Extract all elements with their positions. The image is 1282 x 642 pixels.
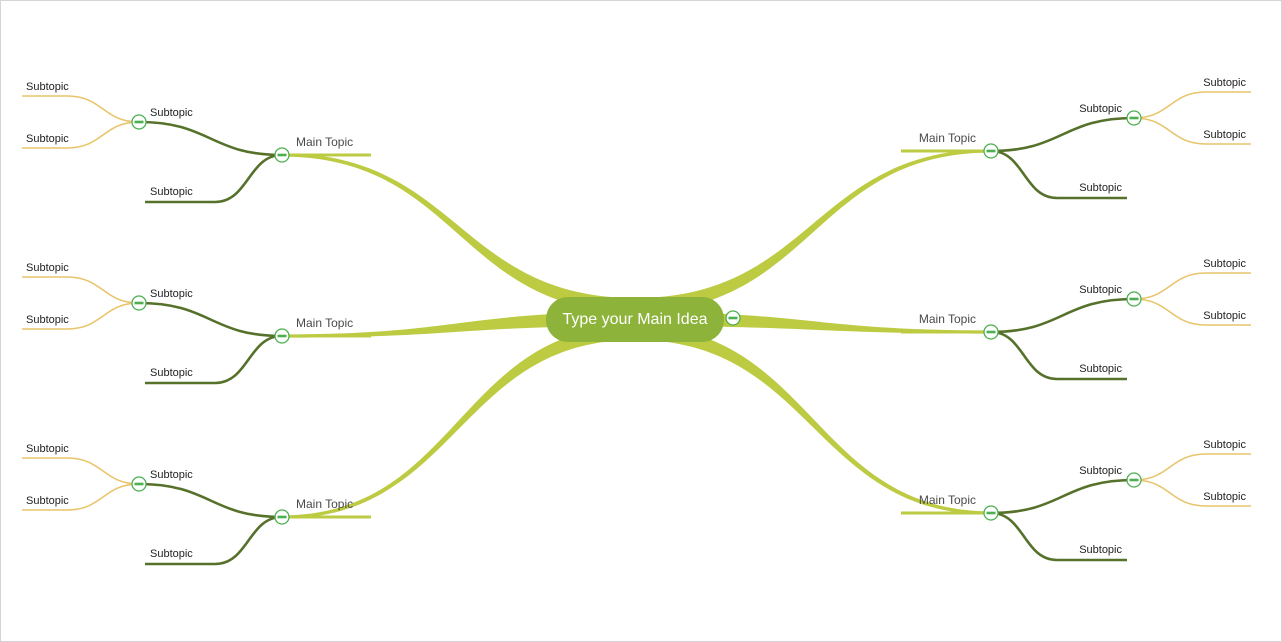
main-topic-label[interactable]: Main Topic bbox=[296, 497, 353, 511]
subtopic-label[interactable]: Subtopic bbox=[150, 469, 193, 481]
main-topic-label[interactable]: Main Topic bbox=[919, 131, 976, 145]
subtopic-connector bbox=[138, 301, 283, 338]
collapse-toggles bbox=[131, 110, 1142, 525]
leaf-subtopic-label[interactable]: Subtopic bbox=[1203, 77, 1246, 89]
leaf-subtopic-label[interactable]: Subtopic bbox=[26, 81, 69, 93]
leaf-connector bbox=[1133, 91, 1251, 119]
leaf-subtopic-label[interactable]: Subtopic bbox=[26, 443, 69, 455]
leaf-subtopic-label[interactable]: Subtopic bbox=[1203, 439, 1246, 451]
minus-bar bbox=[277, 153, 287, 157]
subtopic-label[interactable]: Subtopic bbox=[1079, 465, 1122, 477]
leaf-subtopic-label[interactable]: Subtopic bbox=[1203, 129, 1246, 141]
main-topic-label[interactable]: Main Topic bbox=[296, 316, 353, 330]
subtopic-connector bbox=[138, 482, 283, 519]
subtopic-connector bbox=[145, 153, 283, 204]
leaf-subtopic-label[interactable]: Subtopic bbox=[1203, 491, 1246, 503]
minus-bar bbox=[134, 120, 144, 124]
subtopic-label[interactable]: Subtopic bbox=[150, 288, 193, 300]
leaf-connector bbox=[22, 95, 140, 123]
leaf-subtopic-label[interactable]: Subtopic bbox=[1203, 310, 1246, 322]
leaf-connector bbox=[1133, 117, 1251, 145]
central-topic[interactable]: Type your Main Idea bbox=[546, 297, 724, 342]
subtopic-label[interactable]: Subtopic bbox=[1079, 103, 1122, 115]
leaf-connector bbox=[1133, 272, 1251, 300]
leaf-connector bbox=[1133, 479, 1251, 507]
main-topic-label[interactable]: Main Topic bbox=[919, 312, 976, 326]
minus-bar bbox=[986, 330, 996, 334]
subtopic-connector bbox=[990, 511, 1127, 562]
minus-bar bbox=[1129, 116, 1139, 120]
subtopic-label[interactable]: Subtopic bbox=[1079, 544, 1122, 556]
minus-bar bbox=[986, 511, 996, 515]
main-branch-connector bbox=[635, 312, 991, 334]
leaf-connector bbox=[22, 276, 140, 304]
minus-bar bbox=[277, 334, 287, 338]
subtopic-connector bbox=[145, 515, 283, 566]
minus-bar bbox=[277, 515, 287, 519]
leaf-connector bbox=[22, 121, 140, 149]
minus-bar bbox=[134, 482, 144, 486]
subtopic-label[interactable]: Subtopic bbox=[150, 548, 193, 560]
subtopic-connector bbox=[145, 334, 283, 385]
minus-bar bbox=[728, 316, 738, 320]
minus-bar bbox=[986, 149, 996, 153]
subtopic-label[interactable]: Subtopic bbox=[1079, 284, 1122, 296]
minus-bar bbox=[1129, 478, 1139, 482]
leaf-subtopic-label[interactable]: Subtopic bbox=[26, 262, 69, 274]
main-topic-label[interactable]: Main Topic bbox=[919, 493, 976, 507]
minus-bar bbox=[1129, 297, 1139, 301]
subtopic-label[interactable]: Subtopic bbox=[1079, 182, 1122, 194]
topic-labels: Main TopicSubtopicSubtopicSubtopicSubtop… bbox=[26, 77, 1246, 560]
leaf-subtopic-label[interactable]: Subtopic bbox=[26, 133, 69, 145]
leaf-subtopic-label[interactable]: Subtopic bbox=[26, 314, 69, 326]
subtopic-label[interactable]: Subtopic bbox=[150, 367, 193, 379]
main-branch-connector bbox=[635, 326, 991, 515]
leaf-subtopic-label[interactable]: Subtopic bbox=[26, 495, 69, 507]
leaf-connector bbox=[22, 302, 140, 330]
main-branch-connector bbox=[282, 153, 635, 312]
subtopic-connector bbox=[990, 116, 1135, 153]
subtopic-label[interactable]: Subtopic bbox=[150, 107, 193, 119]
leaf-connector bbox=[1133, 453, 1251, 481]
subtopic-label[interactable]: Subtopic bbox=[1079, 363, 1122, 375]
leaf-connector bbox=[22, 457, 140, 485]
leaf-connector bbox=[22, 483, 140, 511]
leaf-subtopic-label[interactable]: Subtopic bbox=[1203, 258, 1246, 270]
subtopic-connector bbox=[990, 478, 1135, 515]
main-branch-connector bbox=[282, 326, 635, 519]
main-topic-label[interactable]: Main Topic bbox=[296, 135, 353, 149]
main-branch-connector bbox=[635, 149, 991, 312]
subtopic-connector bbox=[138, 120, 283, 157]
minus-bar bbox=[134, 301, 144, 305]
leaf-connector bbox=[1133, 298, 1251, 326]
subtopic-connector bbox=[990, 297, 1135, 334]
leaf-connectors bbox=[22, 91, 1251, 511]
subtopic-connectors bbox=[138, 116, 1135, 566]
subtopic-label[interactable]: Subtopic bbox=[150, 186, 193, 198]
subtopic-connector bbox=[990, 149, 1127, 200]
subtopic-connector bbox=[990, 330, 1127, 381]
